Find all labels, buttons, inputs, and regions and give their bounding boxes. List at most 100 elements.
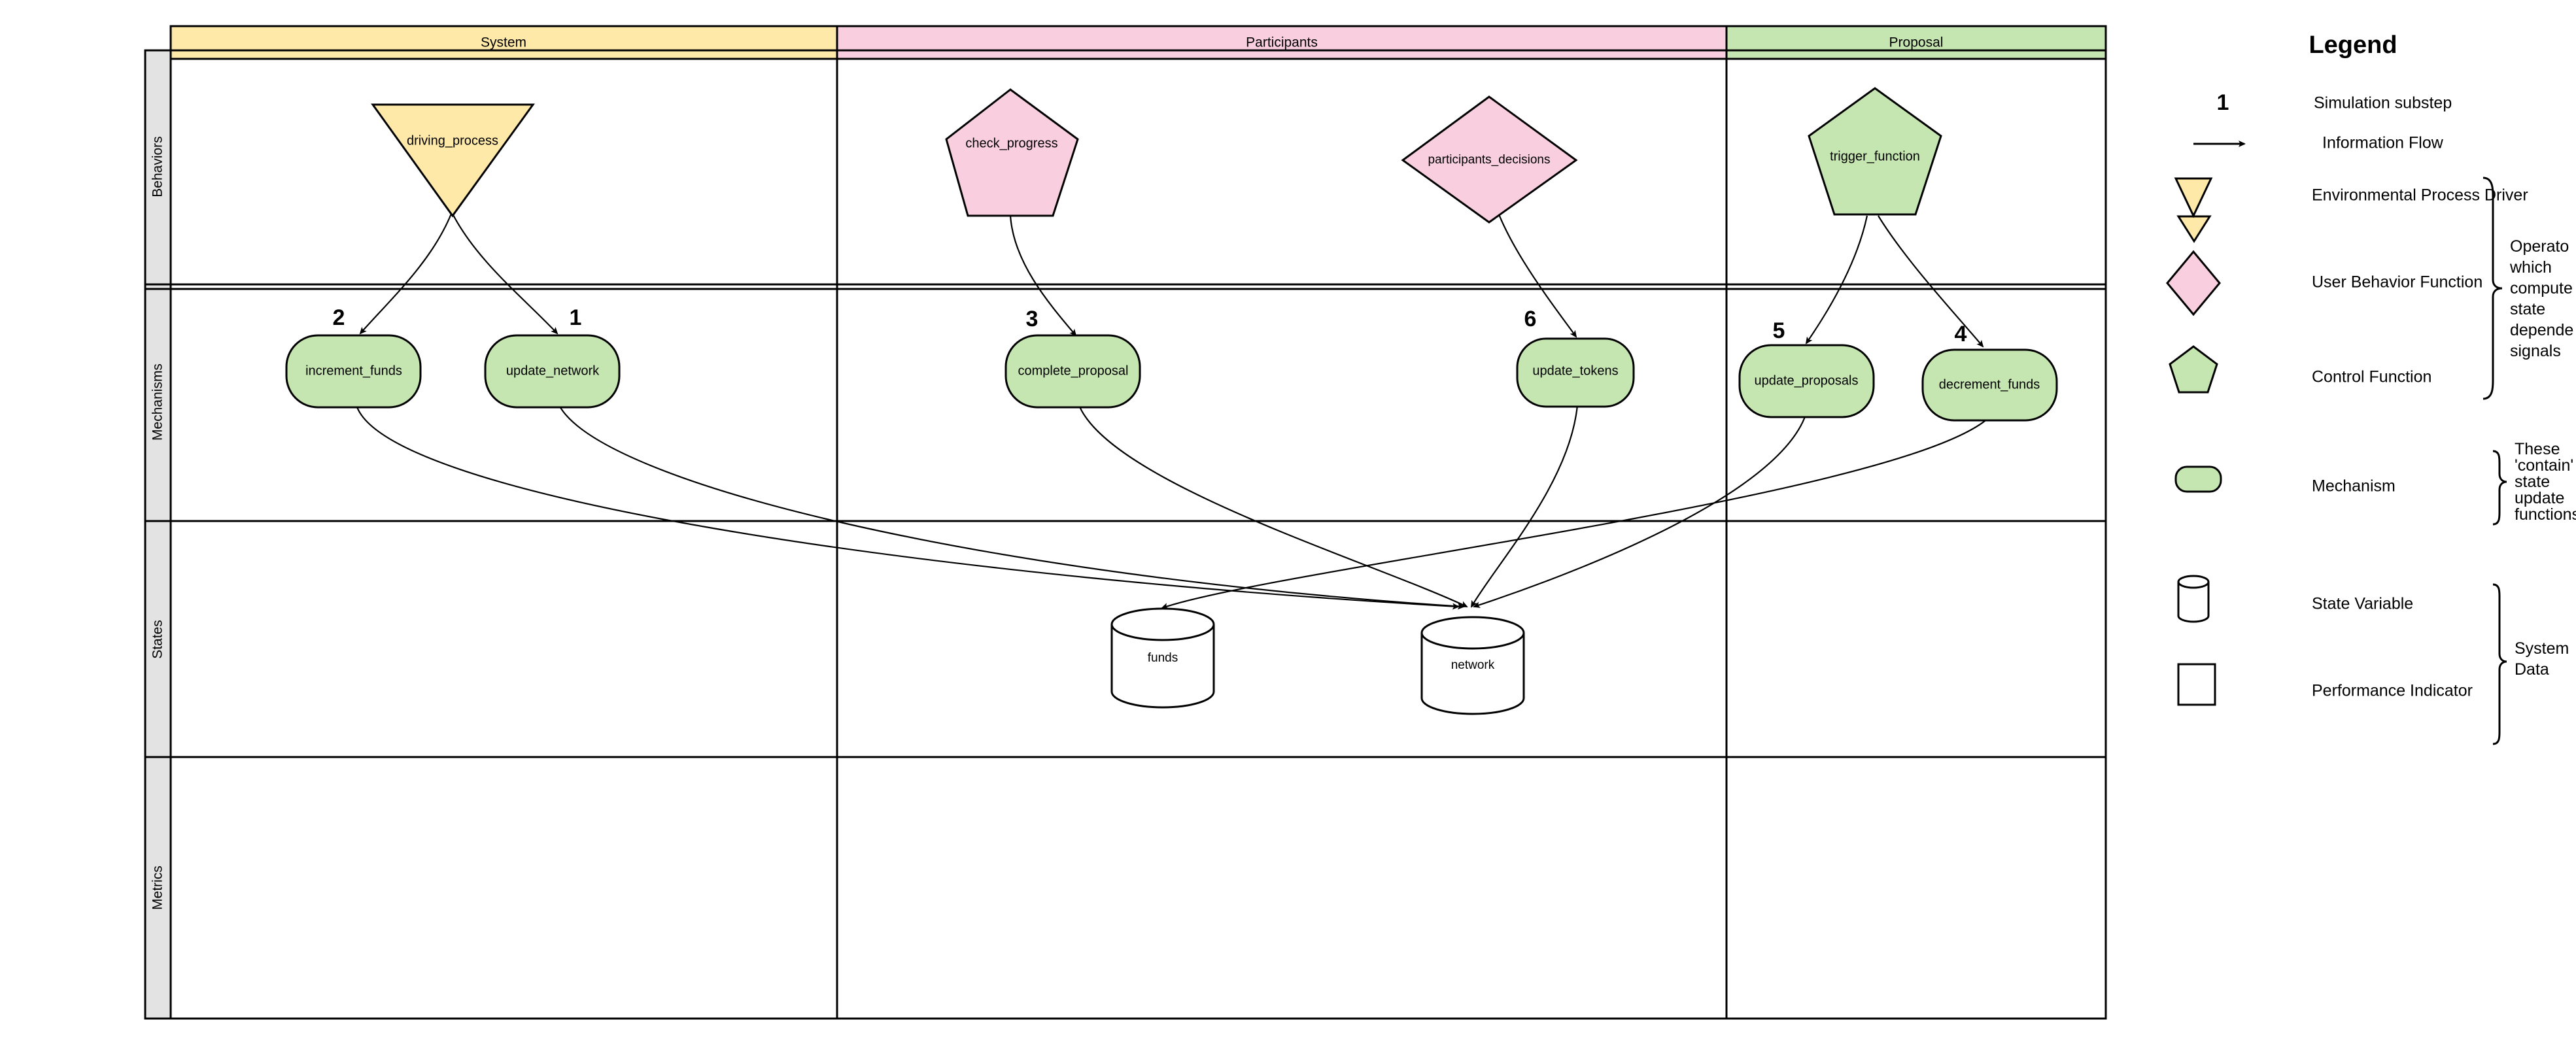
edge-trigger-function-to-decrement-funds xyxy=(1878,215,1984,348)
column-header-participants[interactable]: Participants xyxy=(836,25,1728,60)
node-increment-funds[interactable]: increment_funds 2 xyxy=(285,305,422,409)
node-complete-proposal[interactable]: complete_proposal 3 xyxy=(1005,307,1141,409)
operators-brace-icon xyxy=(2482,177,2503,400)
node-update-proposals-label: update_proposals xyxy=(1754,373,1858,388)
brace-mechanism-line-3: update xyxy=(2515,489,2564,507)
pentagon-icon xyxy=(2169,345,2218,394)
edge-trigger-function-to-update-proposals xyxy=(1805,215,1868,345)
system-data-brace-icon xyxy=(2492,583,2507,745)
legend-item-information-flow[interactable]: Information Flow xyxy=(2193,134,2444,152)
node-driving-process[interactable]: driving_process xyxy=(371,103,535,218)
node-check-progress[interactable]: check_progress xyxy=(945,88,1079,217)
legend-brace-system-data: System Data xyxy=(2492,583,2569,745)
brace-operators-line-5: signals xyxy=(2510,342,2561,360)
column-header-proposal-label: Proposal xyxy=(1889,35,1944,50)
legend-label-performance-indicator: Performance Indicator xyxy=(2312,682,2473,700)
column-headers: System Participants Proposal xyxy=(169,25,2107,60)
cylinder-icon xyxy=(2177,575,2210,589)
legend-brace-mechanism: These 'contain' state update functions xyxy=(2492,440,2576,526)
legend-brace-operators: Operato which compute state depende sign… xyxy=(2482,177,2573,400)
legend-label-simulation-substep: Simulation substep xyxy=(2314,94,2452,112)
legend-item-performance-indicator[interactable]: Performance Indicator xyxy=(2177,663,2473,706)
substep-number-2: 2 xyxy=(333,305,345,330)
legend-label-state-variable: State Variable xyxy=(2312,595,2413,613)
brace-system-data-line-1: Data xyxy=(2515,660,2549,679)
node-complete-proposal-label: complete_proposal xyxy=(1018,363,1129,378)
brace-operators-line-0: Operato xyxy=(2510,237,2569,256)
legend-substep-number-glyph: 1 xyxy=(2217,90,2229,115)
legend-label-environmental-process-driver: Environmental Process Driver xyxy=(2312,186,2528,205)
brace-mechanism-line-4: functions xyxy=(2515,505,2576,524)
legend-item-state-variable[interactable]: State Variable xyxy=(2177,575,2413,623)
brace-mechanism-line-0: These xyxy=(2515,440,2560,458)
grid xyxy=(145,49,2107,1020)
node-check-progress-label: check_progress xyxy=(965,136,1057,150)
edge-driving-process-to-update-network xyxy=(452,213,558,335)
column-header-proposal[interactable]: Proposal xyxy=(1725,25,2107,60)
substep-number-5: 5 xyxy=(1773,318,1785,343)
edge-complete-proposal-to-network xyxy=(1078,405,1468,607)
legend-title: Legend xyxy=(2309,31,2397,59)
node-trigger-function[interactable]: trigger_function xyxy=(1808,87,1942,216)
edge-decrement-funds-to-funds xyxy=(1161,418,1989,609)
column-header-system[interactable]: System xyxy=(169,25,838,60)
legend-item-simulation-substep[interactable]: 1 Simulation substep xyxy=(2217,90,2452,115)
edge-update-tokens-to-network xyxy=(1470,405,1579,608)
edge-check-progress-to-complete-proposal xyxy=(1009,215,1077,337)
substep-number-6: 6 xyxy=(1524,307,1537,331)
legend-label-mechanism: Mechanism xyxy=(2312,477,2396,496)
legend: Legend 1 Simulation substep Information … xyxy=(2166,31,2576,745)
node-decrement-funds-label: decrement_funds xyxy=(1939,377,2040,392)
rectangle-icon xyxy=(2177,663,2216,706)
edge-increment-funds-to-network xyxy=(355,405,1460,610)
column-header-participants-label: Participants xyxy=(1246,35,1318,50)
legend-item-user-behavior-function[interactable]: User Behavior Function xyxy=(2166,250,2482,316)
node-update-proposals[interactable]: update_proposals 5 xyxy=(1738,318,1875,418)
row-label-states: States xyxy=(150,620,165,659)
row-label-behaviors: Behaviors xyxy=(150,136,165,197)
node-participants-decisions[interactable]: participants_decisions xyxy=(1401,95,1578,224)
row-label-metrics: Metrics xyxy=(150,866,165,910)
row-label-column: Behaviors Mechanisms States Metrics xyxy=(144,49,172,1020)
node-update-tokens-label: update_tokens xyxy=(1532,363,1618,378)
brace-mechanism-line-2: state xyxy=(2515,473,2550,491)
node-funds-label: funds xyxy=(1148,651,1178,665)
column-header-system-label: System xyxy=(481,35,526,50)
legend-label-information-flow: Information Flow xyxy=(2322,134,2444,152)
node-update-tokens[interactable]: update_tokens 6 xyxy=(1516,307,1635,408)
node-update-network-label: update_network xyxy=(506,363,600,378)
edge-driving-process-to-increment-funds xyxy=(359,213,453,335)
node-update-network[interactable]: update_network 1 xyxy=(484,305,621,409)
node-increment-funds-label: increment_funds xyxy=(305,363,402,378)
node-driving-process-label: driving_process xyxy=(407,133,498,148)
mechanism-brace-icon xyxy=(2492,450,2507,526)
substep-number-3: 3 xyxy=(1026,307,1039,331)
legend-label-user-behavior-function: User Behavior Function xyxy=(2312,273,2482,292)
brace-operators-line-2: compute xyxy=(2510,279,2573,297)
node-network[interactable]: network xyxy=(1420,616,1525,715)
node-trigger-function-label: trigger_function xyxy=(1830,149,1920,163)
brace-mechanism-line-1: 'contain' xyxy=(2515,456,2573,475)
node-decrement-funds[interactable]: decrement_funds 4 xyxy=(1921,322,2058,422)
mechanism-icon xyxy=(2174,465,2222,493)
brace-system-data-line-0: System xyxy=(2515,639,2569,658)
node-funds[interactable]: funds xyxy=(1110,607,1215,709)
node-participants-decisions-label: participants_decisions xyxy=(1428,153,1551,167)
node-network-label: network xyxy=(1451,658,1495,672)
edge-update-network-to-network xyxy=(558,405,1465,610)
environmental-process-driver-icon xyxy=(2174,177,2213,218)
legend-item-mechanism[interactable]: Mechanism xyxy=(2174,465,2396,496)
diamond-icon xyxy=(2166,250,2221,316)
legend-item-environmental-process-driver[interactable]: Environmental Process Driver xyxy=(2176,186,2528,243)
edge-update-proposals-to-network xyxy=(1473,413,1808,608)
row-label-mechanisms: Mechanisms xyxy=(150,363,165,441)
brace-operators-line-3: state xyxy=(2510,300,2545,318)
brace-operators-line-1: which xyxy=(2509,258,2552,277)
inverted-triangle-icon xyxy=(2176,215,2212,243)
brace-operators-line-4: depende xyxy=(2510,321,2573,339)
legend-item-control-function[interactable]: Control Function xyxy=(2169,345,2431,394)
substep-number-1: 1 xyxy=(570,305,582,330)
substep-number-4: 4 xyxy=(1955,322,1967,346)
